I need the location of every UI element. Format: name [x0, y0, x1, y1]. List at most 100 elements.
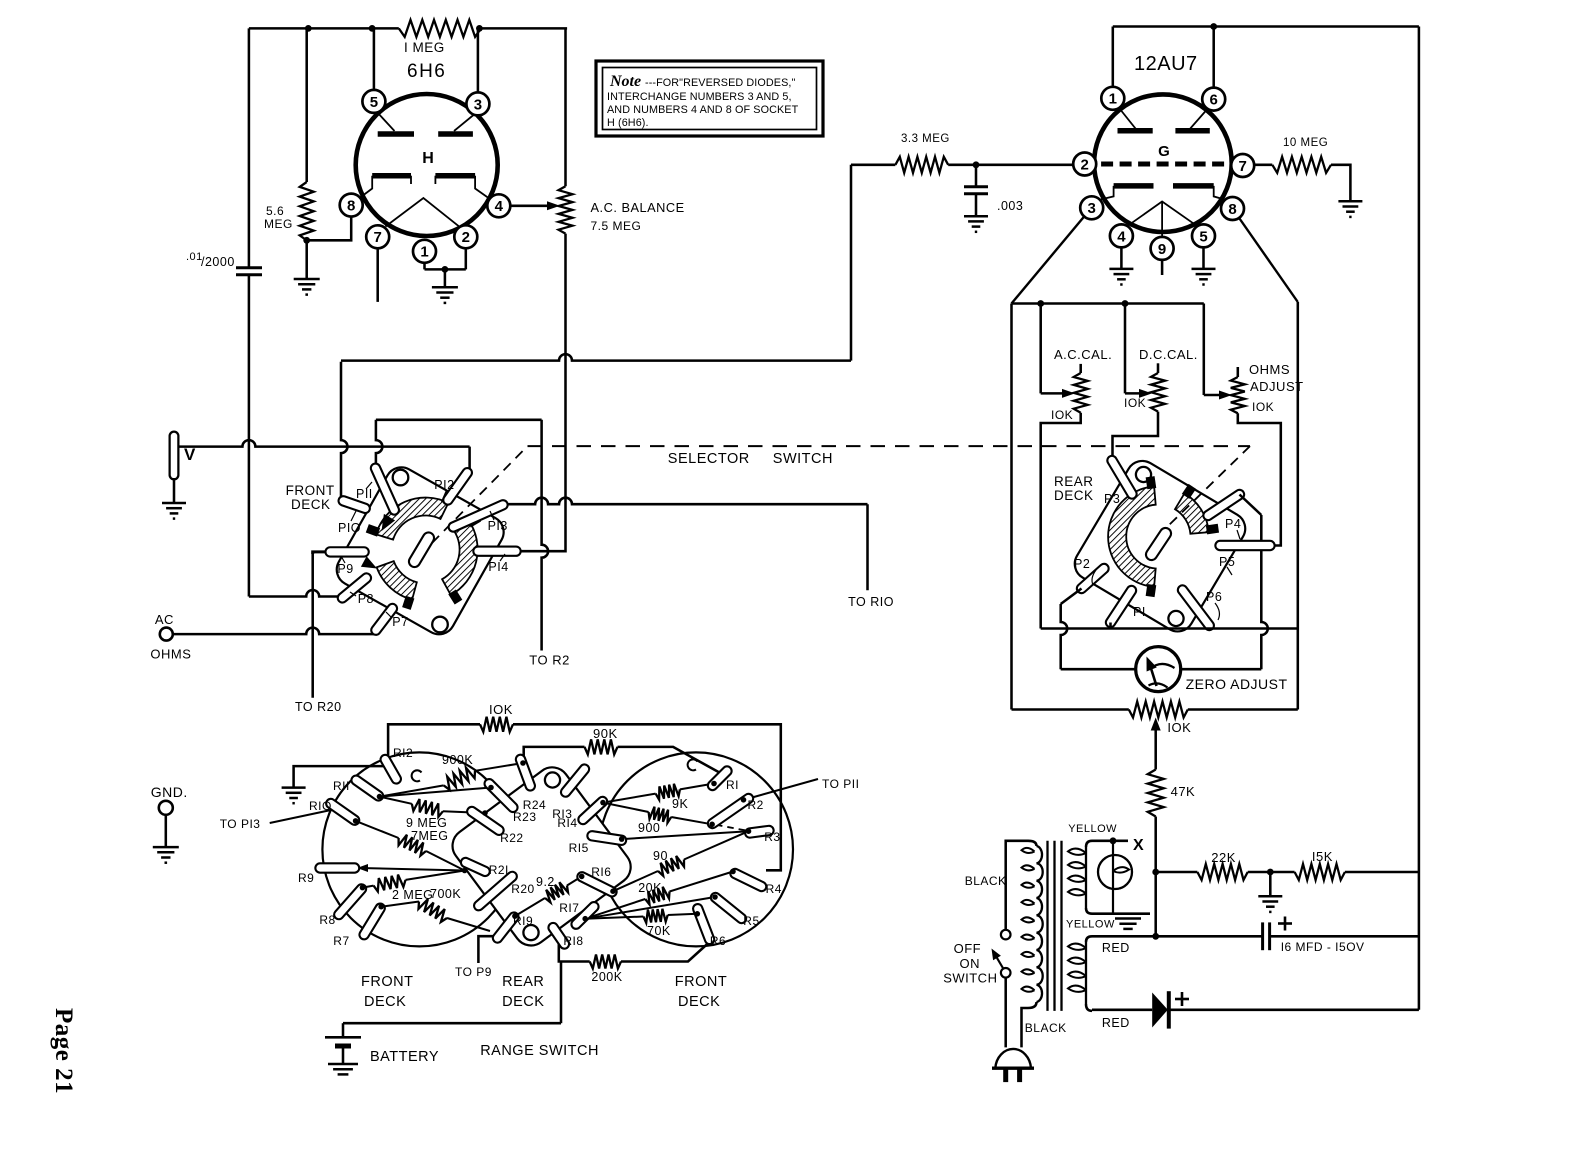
- svg-text:3: 3: [1088, 200, 1096, 217]
- svg-text:.01: .01: [186, 251, 203, 263]
- svg-text:900: 900: [638, 821, 660, 835]
- svg-text:.003: .003: [997, 199, 1023, 213]
- svg-text:ZERO ADJUST: ZERO ADJUST: [1186, 676, 1288, 692]
- svg-text:7MEG: 7MEG: [411, 829, 448, 843]
- svg-text:PI4: PI4: [488, 560, 508, 574]
- svg-text:R8: R8: [319, 913, 335, 927]
- svg-text:700K: 700K: [430, 887, 461, 901]
- svg-text:RI9: RI9: [513, 914, 533, 928]
- svg-text:47K: 47K: [1171, 784, 1196, 799]
- svg-text:BLACK: BLACK: [1025, 1021, 1067, 1035]
- svg-text:OHMS: OHMS: [1249, 362, 1290, 377]
- svg-text:RII: RII: [333, 779, 350, 793]
- svg-text:PI2: PI2: [434, 478, 454, 492]
- svg-text:Page 21: Page 21: [50, 1008, 77, 1094]
- svg-text:AC: AC: [155, 612, 174, 627]
- svg-text:H: H: [422, 150, 434, 167]
- svg-text:P6: P6: [1206, 590, 1222, 604]
- svg-text:R6: R6: [710, 934, 726, 948]
- svg-text:6: 6: [1210, 92, 1218, 109]
- svg-text:DECK: DECK: [502, 994, 544, 1010]
- svg-text:Note: Note: [609, 73, 641, 90]
- svg-text:R9: R9: [298, 871, 314, 885]
- svg-text:5: 5: [1199, 228, 1207, 245]
- svg-text:/2000: /2000: [201, 255, 235, 269]
- svg-text:1: 1: [1109, 91, 1117, 108]
- svg-text:RI6: RI6: [591, 865, 611, 879]
- svg-text:PI: PI: [1133, 605, 1146, 619]
- svg-text:90: 90: [653, 849, 668, 863]
- svg-text:MEG: MEG: [264, 217, 293, 231]
- svg-text:8: 8: [347, 198, 355, 215]
- svg-text:SWITCH: SWITCH: [773, 451, 833, 467]
- svg-text:D.C.CAL.: D.C.CAL.: [1139, 347, 1198, 362]
- svg-text:900K: 900K: [442, 753, 473, 767]
- svg-text:OHMS: OHMS: [150, 647, 191, 662]
- svg-text:200K: 200K: [591, 970, 622, 984]
- svg-text:12AU7: 12AU7: [1134, 53, 1198, 75]
- svg-text:RI7: RI7: [559, 901, 579, 915]
- svg-text:PI3: PI3: [488, 519, 508, 533]
- svg-text:RED: RED: [1102, 1016, 1130, 1030]
- svg-text:2 MEG: 2 MEG: [392, 888, 433, 902]
- svg-text:V: V: [184, 445, 196, 464]
- svg-text:INTERCHANGE NUMBERS 3 AND 5,: INTERCHANGE NUMBERS 3 AND 5,: [607, 91, 792, 103]
- svg-text:RI5: RI5: [569, 841, 589, 855]
- svg-text:REAR: REAR: [502, 974, 544, 990]
- svg-text:2: 2: [1081, 156, 1089, 173]
- svg-text:RI3: RI3: [552, 807, 572, 821]
- svg-text:SWITCH: SWITCH: [943, 971, 997, 986]
- svg-text:IOK: IOK: [1167, 720, 1191, 735]
- svg-text:A.C.CAL.: A.C.CAL.: [1054, 347, 1112, 362]
- svg-text:9: 9: [1158, 241, 1166, 258]
- svg-text:BATTERY: BATTERY: [370, 1049, 439, 1065]
- svg-text:DECK: DECK: [291, 497, 331, 512]
- svg-text:TO RIO: TO RIO: [848, 595, 894, 609]
- svg-text:RI2: RI2: [393, 746, 413, 760]
- svg-text:---FOR"REVERSED DIODES,": ---FOR"REVERSED DIODES,": [645, 77, 796, 89]
- svg-text:7: 7: [1239, 158, 1247, 175]
- svg-text:DECK: DECK: [364, 994, 406, 1010]
- svg-text:ADJUST: ADJUST: [1250, 379, 1304, 394]
- svg-text:IOK: IOK: [1051, 408, 1073, 422]
- svg-text:9.2: 9.2: [536, 875, 555, 889]
- svg-text:R4: R4: [766, 882, 782, 896]
- svg-text:P8: P8: [358, 592, 374, 606]
- svg-text:H (6H6).: H (6H6).: [607, 117, 649, 129]
- svg-text:70K: 70K: [647, 924, 671, 938]
- svg-text:R7: R7: [333, 934, 349, 948]
- svg-text:FRONT: FRONT: [675, 974, 727, 990]
- svg-text:TO R2: TO R2: [529, 653, 570, 668]
- svg-text:SELECTOR: SELECTOR: [668, 451, 750, 467]
- svg-text:22K: 22K: [1211, 850, 1236, 865]
- svg-text:REAR: REAR: [1054, 474, 1094, 489]
- svg-text:X: X: [1133, 837, 1144, 854]
- svg-text:A.C. BALANCE: A.C. BALANCE: [591, 200, 685, 215]
- svg-text:10 MEG: 10 MEG: [1283, 137, 1328, 149]
- svg-text:TO R20: TO R20: [295, 700, 342, 714]
- svg-text:P2: P2: [1074, 557, 1090, 571]
- svg-text:RANGE SWITCH: RANGE SWITCH: [480, 1043, 599, 1059]
- svg-text:GND.: GND.: [151, 784, 188, 800]
- svg-text:TO PII: TO PII: [822, 777, 859, 791]
- svg-text:DECK: DECK: [1054, 488, 1094, 503]
- svg-text:TO PI3: TO PI3: [220, 817, 261, 831]
- svg-text:P5: P5: [1219, 555, 1235, 569]
- svg-text:R20: R20: [511, 882, 535, 896]
- svg-text:7.5 MEG: 7.5 MEG: [591, 219, 642, 233]
- svg-text:6H6: 6H6: [407, 61, 446, 82]
- svg-text:4: 4: [495, 198, 504, 215]
- svg-text:R2: R2: [748, 798, 764, 812]
- svg-text:AND NUMBERS 4 AND 8 OF SO: AND NUMBERS 4 AND 8 OF SOCKET: [607, 104, 799, 116]
- svg-text:FRONT: FRONT: [361, 974, 413, 990]
- svg-text:1: 1: [420, 244, 428, 261]
- svg-text:2: 2: [462, 229, 470, 246]
- svg-text:IOK: IOK: [1252, 400, 1274, 414]
- svg-text:RI: RI: [726, 778, 739, 792]
- svg-text:BLACK: BLACK: [965, 874, 1007, 888]
- svg-text:PIO: PIO: [338, 521, 361, 535]
- svg-text:TO P9: TO P9: [455, 965, 492, 979]
- svg-text:YELLOW: YELLOW: [1068, 823, 1117, 835]
- svg-text:5: 5: [370, 94, 378, 111]
- svg-text:FRONT: FRONT: [286, 483, 335, 498]
